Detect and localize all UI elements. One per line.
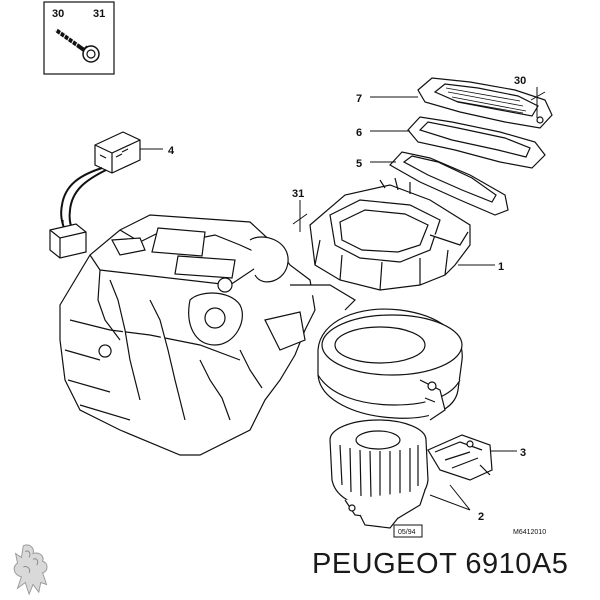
heater-housing [59, 214, 356, 456]
callout-31-inset: 31 [93, 8, 105, 20]
filter-housing [309, 177, 471, 291]
pollen-filter [407, 116, 546, 169]
callout-2: 2 [478, 511, 484, 523]
blower-motor [329, 419, 429, 529]
callout-3: 3 [520, 447, 526, 459]
date-code-box: 05/94 [393, 524, 423, 538]
peugeot-lion-logo [13, 544, 48, 596]
callout-30-inset: 30 [52, 8, 64, 20]
resistor-module [49, 131, 141, 259]
callout-1: 1 [498, 261, 504, 273]
callout-31: 31 [292, 188, 304, 200]
leader-lines [140, 87, 546, 511]
screw-icon [54, 26, 100, 63]
callout-6: 6 [356, 127, 362, 139]
part-number-label: PEUGEOT 6910A5 [312, 548, 569, 580]
date-code: 05/94 [398, 529, 416, 536]
blower-housing [317, 308, 463, 421]
filter-cover [417, 77, 553, 129]
callout-5: 5 [356, 158, 362, 170]
connector-bracket [427, 434, 493, 481]
screw-inset: 30 31 [43, 1, 115, 75]
callout-30: 30 [514, 75, 526, 87]
filter-seal [389, 151, 509, 216]
callout-7: 7 [356, 93, 362, 105]
drawing-reference: M6412010 [513, 529, 546, 536]
callout-4: 4 [168, 145, 175, 157]
